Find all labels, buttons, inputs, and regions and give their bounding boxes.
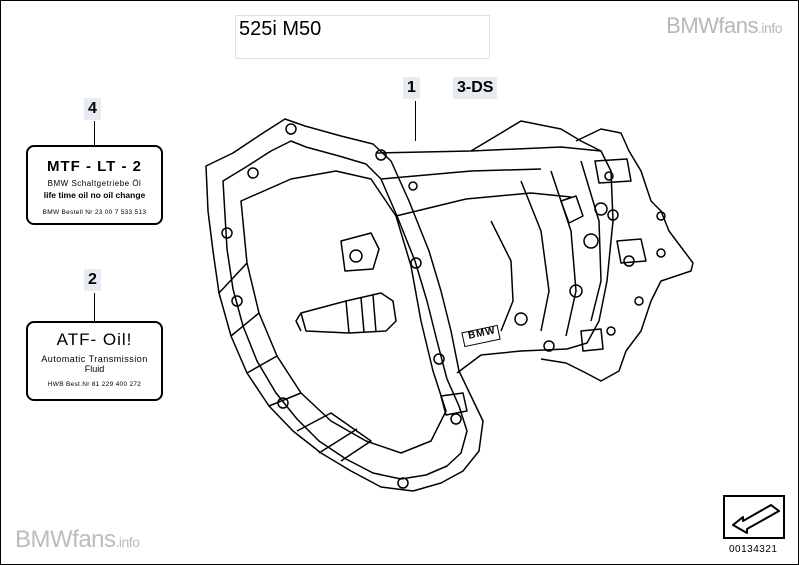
callout-item-1[interactable]: 1 — [403, 77, 420, 99]
atf-label-line3: Fluid — [84, 364, 105, 374]
watermark-top-suffix: .info — [758, 20, 782, 36]
watermark-top: BMWfans.info — [666, 13, 782, 39]
watermark-top-brand: BMWfans — [666, 13, 759, 38]
callout-item-1-code-label: 3-DS — [457, 79, 494, 96]
mtf-label-line2: BMW Schaltgetriebe Öl — [47, 179, 142, 188]
callout-item-2[interactable]: 2 — [84, 269, 101, 291]
callout-item-1-leader — [415, 101, 416, 141]
atf-label-line1: ATF- Oil! — [56, 330, 133, 349]
watermark-bottom-brand: BMWfans — [15, 526, 116, 553]
watermark-bottom-suffix: .info — [115, 534, 140, 550]
callout-item-4-leader — [94, 121, 95, 145]
callout-item-4-label: 4 — [88, 100, 97, 117]
callout-item-2-label: 2 — [88, 271, 97, 288]
title-box: 525i M50 — [235, 15, 490, 59]
callout-item-4[interactable]: 4 — [84, 98, 101, 120]
atf-label-line4: HWB Best.Nr 81 229 400 272 — [47, 381, 142, 388]
navigation-arrow-button[interactable] — [723, 495, 785, 539]
watermark-bottom: BMWfans.info — [15, 526, 140, 554]
mtf-label-line4: BMW Bestell Nr 23 00 7 533 513 — [42, 209, 147, 216]
callout-item-1-code[interactable]: 3-DS — [453, 77, 498, 99]
page-title: 525i M50 — [239, 18, 322, 40]
atf-label-line2: Automatic Transmission — [41, 354, 148, 364]
mtf-label-line1: MTF - LT - 2 — [46, 158, 143, 175]
return-arrow-icon — [732, 504, 780, 534]
mtf-oil-label: MTF - LT - 2 BMW Schaltgetriebe Öl life … — [26, 145, 163, 225]
callout-item-2-leader — [94, 293, 95, 321]
atf-oil-label: ATF- Oil! Automatic Transmission Fluid H… — [26, 321, 163, 401]
mtf-label-line3: life time oil no oil change — [43, 190, 146, 200]
callout-item-1-label: 1 — [407, 79, 416, 96]
diagram-reference-number: 00134321 — [729, 544, 778, 555]
